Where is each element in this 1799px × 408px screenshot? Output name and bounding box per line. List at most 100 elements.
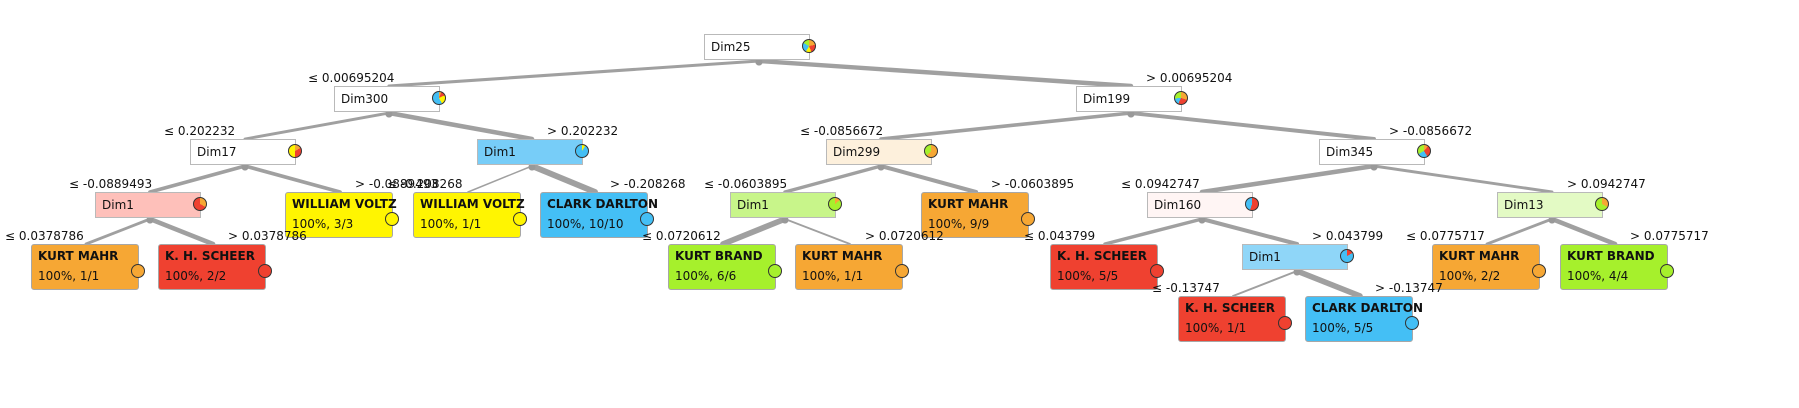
split-attribute-label: Dim1: [102, 198, 134, 212]
edge-n9-n11: [1199, 216, 1300, 247]
edge-n7-l5: [84, 217, 152, 246]
class-distribution-pie-icon: [802, 39, 816, 53]
edge-n2-n5: [879, 111, 1133, 141]
split-condition-label: ≤ -0.208268: [387, 177, 463, 191]
split-attribute-label: Dim299: [833, 145, 881, 159]
class-distribution-pie-icon: [828, 197, 842, 211]
edge-n3-l1: [243, 164, 342, 194]
split-attribute-label: Dim1: [1249, 250, 1281, 264]
split-point-n8: [781, 216, 789, 224]
split-attribute-label: Dim13: [1504, 198, 1544, 212]
split-condition-label: > 0.0775717: [1630, 229, 1709, 243]
split-attribute-label: Dim199: [1083, 92, 1131, 106]
split-node[interactable]: Dim17: [190, 139, 296, 165]
split-node[interactable]: Dim199: [1076, 86, 1182, 112]
split-point-n6: [1370, 163, 1378, 171]
class-distribution-pie-icon: [924, 144, 938, 158]
split-node[interactable]: Dim13: [1497, 192, 1603, 218]
leaf-node[interactable]: K. H. SCHEER 100%, 2/2: [158, 244, 266, 290]
edge-n2-n6: [1129, 111, 1376, 141]
leaf-node[interactable]: WILLIAM VOLTZ 100%, 1/1: [413, 192, 525, 238]
edge-n1-n4: [386, 110, 535, 142]
leaf-stat: 100%, 3/3: [292, 217, 354, 231]
split-point-n11: [1293, 268, 1301, 276]
class-distribution-pie-icon: [1245, 197, 1259, 211]
class-distribution-pie-icon: [1174, 91, 1188, 105]
split-point-n4: [528, 163, 536, 171]
split-node[interactable]: Dim160: [1147, 192, 1253, 218]
split-attribute-label: Dim345: [1326, 145, 1374, 159]
split-condition-label: > 0.043799: [1312, 229, 1384, 243]
edge-n6-n10: [1372, 164, 1554, 194]
split-condition-label: > -0.0889493: [355, 177, 439, 191]
leaf-node[interactable]: KURT MAHR 100%, 1/1: [795, 244, 903, 290]
split-point-n10: [1548, 216, 1556, 224]
edge-n1-n3: [243, 111, 391, 141]
leaf-stat: 100%, 1/1: [802, 269, 864, 283]
leaf-class-label: K. H. SCHEER: [165, 249, 255, 263]
split-node[interactable]: Dim1: [1242, 244, 1348, 270]
class-distribution-pie-icon: [1340, 249, 1354, 263]
split-attribute-label: Dim1: [737, 198, 769, 212]
split-condition-label: ≤ -0.13747: [1152, 281, 1220, 295]
class-distribution-pie-icon: [895, 264, 909, 278]
leaf-class-label: KURT MAHR: [802, 249, 883, 263]
split-point-n1: [385, 110, 393, 118]
edge-n5-n8: [783, 164, 883, 194]
split-attribute-label: Dim17: [197, 145, 237, 159]
class-distribution-pie-icon: [513, 212, 527, 226]
edge-n4-l2: [467, 165, 533, 193]
split-node[interactable]: Dim345: [1319, 139, 1425, 165]
split-node[interactable]: Dim299: [826, 139, 932, 165]
class-distribution-pie-icon: [258, 264, 272, 278]
split-condition-label: > -0.0603895: [991, 177, 1075, 191]
edge-n3-n7: [148, 164, 247, 194]
leaf-class-label: KURT MAHR: [928, 197, 1009, 211]
split-condition-label: > 0.00695204: [1146, 71, 1233, 85]
split-condition-label: ≤ 0.0720612: [642, 229, 721, 243]
split-node[interactable]: Dim1: [730, 192, 836, 218]
split-attribute-label: Dim25: [711, 40, 751, 54]
split-condition-label: > 0.0378786: [228, 229, 307, 243]
leaf-class-label: CLARK DARLTON: [1312, 301, 1424, 315]
split-attribute-label: Dim160: [1154, 198, 1202, 212]
edge-n11-l12: [1232, 270, 1298, 297]
split-condition-label: ≤ -0.0856672: [800, 124, 884, 138]
class-distribution-pie-icon: [1405, 316, 1419, 330]
class-distribution-pie-icon: [193, 197, 207, 211]
split-condition-label: ≤ 0.0378786: [5, 229, 84, 243]
edge-n5-l4: [878, 163, 979, 195]
leaf-stat: 100%, 2/2: [1439, 269, 1501, 283]
edge-n8-l8: [784, 218, 851, 245]
split-node[interactable]: Dim25: [704, 34, 810, 60]
leaf-class-label: K. H. SCHEER: [1057, 249, 1147, 263]
split-condition-label: > 0.202232: [547, 124, 619, 138]
edge-n0-n2: [756, 58, 1134, 89]
leaf-stat: 100%, 2/2: [165, 269, 227, 283]
split-node[interactable]: Dim1: [95, 192, 201, 218]
split-attribute-label: Dim300: [341, 92, 389, 106]
split-node[interactable]: Dim300: [334, 86, 440, 112]
split-point-n5: [877, 163, 885, 171]
edge-n4-l3: [529, 163, 598, 195]
leaf-class-label: WILLIAM VOLTZ: [420, 197, 525, 211]
split-condition-label: > -0.0856672: [1389, 124, 1473, 138]
class-distribution-pie-icon: [768, 264, 782, 278]
split-condition-label: ≤ -0.0603895: [704, 177, 788, 191]
leaf-stat: 100%, 1/1: [1185, 321, 1247, 335]
leaf-stat: 100%, 1/1: [420, 217, 482, 231]
edge-n6-n9: [1199, 163, 1377, 195]
split-node[interactable]: Dim1: [477, 139, 583, 165]
class-distribution-pie-icon: [575, 144, 589, 158]
